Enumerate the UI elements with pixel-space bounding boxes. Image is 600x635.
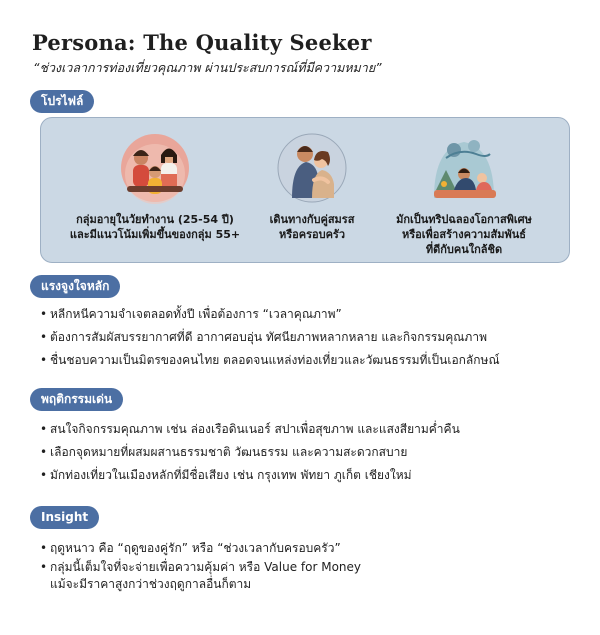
list-item: ต้องการสัมผัสบรรยากาศที่ดี อากาศอบอุ่น ท… xyxy=(40,326,500,349)
section-label-behavior: พฤติกรรมเด่น xyxy=(30,388,124,411)
list-item: ฤดูหนาว คือ “ฤดูของคู่รัก” หรือ “ช่วงเวล… xyxy=(40,540,361,557)
page-subtitle: “ช่วงเวลาการท่องเที่ยวคุณภาพ ผ่านประสบกา… xyxy=(33,60,382,75)
behavior-list: สนใจกิจกรรมคุณภาพ เช่น ล่องเรือดินเนอร์ … xyxy=(40,418,460,487)
persona-caption: กลุ่มอายุในวัยทำงาน (25-54 ปี) และมีแนวโ… xyxy=(69,213,241,241)
motivation-list: หลีกหนีความจำเจตลอดทั้งปี เพื่อต้องการ “… xyxy=(40,303,500,372)
list-item: ชื่นชอบความเป็นมิตรของคนไทย ตลอดจนแหล่งท… xyxy=(40,349,500,372)
list-item: มักท่องเที่ยวในเมืองหลักที่มีชื่อเสียง เ… xyxy=(40,464,460,487)
list-item: เลือกจุดหมายที่ผสมผสานธรรมชาติ วัฒนธรรม … xyxy=(40,441,460,464)
couple-icon xyxy=(277,133,347,203)
page-title: Persona: The Quality Seeker xyxy=(32,30,372,55)
picnic-couple-icon xyxy=(434,140,496,198)
insight-list: ฤดูหนาว คือ “ฤดูของคู่รัก” หรือ “ช่วงเวล… xyxy=(40,540,361,595)
list-item: สนใจกิจกรรมคุณภาพ เช่น ล่องเรือดินเนอร์ … xyxy=(40,418,460,441)
persona-card-travel-companion: เดินทางกับคู่สมรส หรือครอบครัว xyxy=(237,128,387,242)
family-group-icon xyxy=(121,134,189,204)
persona-card-age-group: กลุ่มอายุในวัยทำงาน (25-54 ปี) และมีแนวโ… xyxy=(55,128,255,242)
profile-panel: กลุ่มอายุในวัยทำงาน (25-54 ปี) และมีแนวโ… xyxy=(40,117,570,263)
section-label-insight: Insight xyxy=(30,506,100,529)
persona-card-special-occasion: มักเป็นทริปฉลองโอกาสพิเศษ หรือเพื่อสร้าง… xyxy=(371,128,557,257)
list-item: หลีกหนีความจำเจตลอดทั้งปี เพื่อต้องการ “… xyxy=(40,303,500,326)
section-label-motivation: แรงจูงใจหลัก xyxy=(30,275,121,298)
section-label-profile: โปรไฟล์ xyxy=(30,90,95,113)
persona-caption: เดินทางกับคู่สมรส หรือครอบครัว xyxy=(269,213,355,241)
persona-caption: มักเป็นทริปฉลองโอกาสพิเศษ หรือเพื่อสร้าง… xyxy=(396,213,532,256)
list-item: กลุ่มนี้เต็มใจที่จะจ่ายเพื่อความคุ้มค่า … xyxy=(40,559,361,593)
